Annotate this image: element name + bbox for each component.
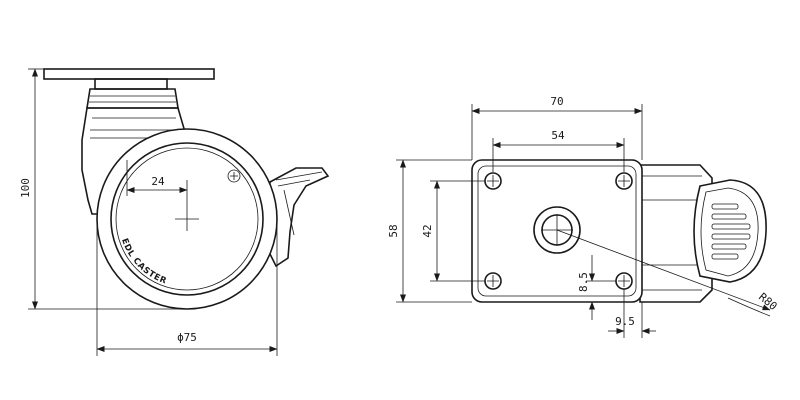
hole-spacing-y-dimension: 42 xyxy=(421,180,485,282)
wheel-inner xyxy=(110,142,264,296)
swivel-neck xyxy=(94,78,168,90)
brake-pedal xyxy=(693,179,767,283)
hole-edge-y-dimension: 8.5 xyxy=(577,255,616,320)
hole-spacing-x-label: 54 xyxy=(551,129,565,142)
plate-height-dimension: 58 xyxy=(387,159,472,303)
swivel-radius-dimension: R80 xyxy=(556,229,780,317)
hole-edge-x-label: 9.5 xyxy=(615,315,635,328)
top-view: 70 54 58 42 8.5 xyxy=(387,95,780,338)
brand-logo xyxy=(227,169,241,183)
fork-top xyxy=(639,164,713,303)
wheel-dia-label: ϕ75 xyxy=(177,331,197,344)
swivel-housing xyxy=(86,88,179,109)
hole-edge-x-dimension: 9.5 xyxy=(608,289,656,338)
plate-width-label: 70 xyxy=(550,95,563,108)
plate-width-dimension: 70 xyxy=(471,95,643,160)
hole-edge-y-label: 8.5 xyxy=(577,272,590,292)
plate-height-label: 58 xyxy=(387,224,400,237)
swivel-boss-outer xyxy=(533,206,581,254)
swivel-radius-label: R80 xyxy=(756,290,780,313)
wheel-diameter-dimension: ϕ75 xyxy=(96,219,278,356)
hole-spacing-y-label: 42 xyxy=(421,224,434,237)
height-dim-label: 100 xyxy=(19,178,32,198)
top-plate xyxy=(43,68,215,80)
offset-dim-label: 24 xyxy=(151,175,165,188)
height-dimension: 100 xyxy=(19,68,187,310)
offset-dimension: 24 xyxy=(126,160,188,207)
hole-spacing-x-dimension: 54 xyxy=(492,129,625,172)
side-view: EDL CASTER 100 24 ϕ75 xyxy=(19,68,330,356)
